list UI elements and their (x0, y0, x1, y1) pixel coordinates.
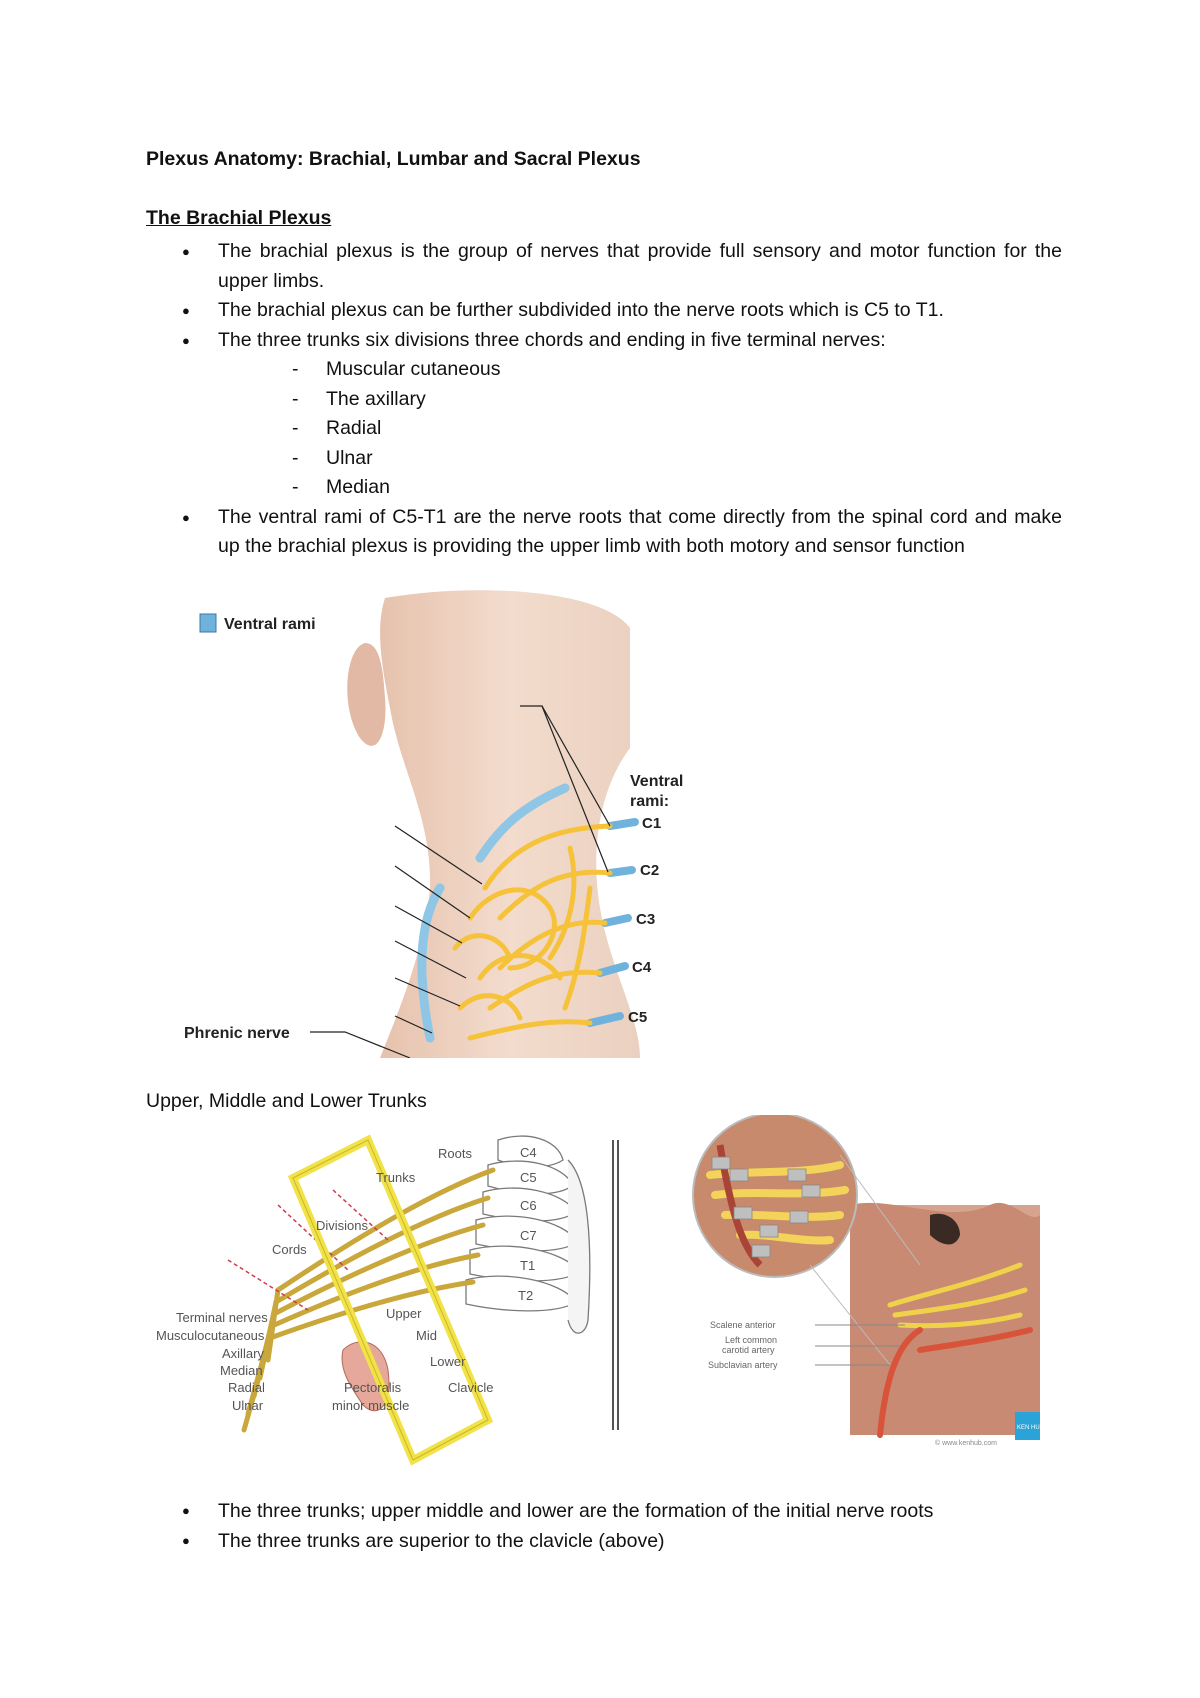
figure-ventral-rami: Ventral rami Ventral rami: (184, 590, 683, 1058)
pectoralis-label: Pectoralis (344, 1380, 402, 1395)
kenhub-logo-text: KEN HUB (1017, 1425, 1044, 1431)
phrenic-label: Phrenic nerve (184, 1025, 290, 1042)
vertebra-label: C4 (520, 1145, 537, 1160)
bullet-item: The brachial plexus can be further subdi… (146, 296, 1062, 326)
figure-dissection-photo: Scalene anterior Left common carotid art… (692, 1115, 1044, 1447)
legend-swatch (199, 613, 217, 633)
trunks-bullets: The three trunks; upper middle and lower… (146, 1496, 1062, 1556)
photo-label: carotid artery (722, 1345, 775, 1355)
bullet-item: The three trunks six divisions three cho… (146, 326, 1062, 503)
terminal-label: Axillary (222, 1346, 264, 1361)
terminal-nerve-list: Muscular cutaneous The axillary Radial U… (218, 355, 1062, 503)
trunk-lower-label: Lower (430, 1354, 466, 1369)
photo-credit: © www.kenhub.com (935, 1439, 997, 1447)
vertebra-label: T1 (520, 1258, 535, 1273)
list-item: Muscular cutaneous (218, 355, 1062, 385)
list-item: The axillary (218, 385, 1062, 415)
list-item: Median (218, 473, 1062, 503)
page-title: Plexus Anatomy: Brachial, Lumbar and Sac… (146, 148, 641, 170)
bullet-item: The three trunks; upper middle and lower… (146, 1496, 1062, 1526)
terminal-label: Ulnar (232, 1398, 264, 1413)
legend-label: Ventral rami (224, 616, 316, 633)
level-label-c1: C1 (642, 815, 661, 832)
figure-plexus-schematic: C4 C5 C6 C7 T1 T2 Roots (156, 1134, 591, 1466)
rami-label: rami: (630, 793, 669, 810)
figure-divider (612, 1140, 614, 1430)
divisions-label: Divisions (316, 1218, 369, 1233)
ventral-label: Ventral (630, 773, 683, 790)
level-label-c3: C3 (636, 911, 655, 928)
roots-label: Roots (438, 1146, 472, 1161)
level-label-c4: C4 (632, 959, 652, 976)
section-heading-brachial: The Brachial Plexus (146, 207, 332, 229)
photo-label: Left common (725, 1335, 777, 1345)
brachial-text: The brachial plexus is the group of nerv… (146, 237, 1062, 562)
clavicle-label: Clavicle (448, 1380, 494, 1395)
vertebra-label: C6 (520, 1198, 537, 1213)
vertebra-label: C7 (520, 1228, 537, 1243)
bullet-item: The three trunks are superior to the cla… (146, 1526, 1062, 1556)
trunk-upper-label: Upper (386, 1306, 422, 1321)
list-item: Radial (218, 414, 1062, 444)
photo-label: Subclavian artery (708, 1360, 778, 1370)
vertebra-label: T2 (518, 1288, 533, 1303)
photo-label: Scalene anterior (710, 1320, 776, 1330)
level-label-c2: C2 (640, 862, 659, 879)
terminal-label: Median (220, 1363, 263, 1378)
trunk-mid-label: Mid (416, 1328, 437, 1343)
terminal-label: Musculocutaneous (156, 1328, 265, 1343)
terminal-label: Radial (228, 1380, 265, 1395)
level-label-c5: C5 (628, 1009, 647, 1026)
trunks-label: Trunks (376, 1170, 416, 1185)
pectoralis-label-2: minor muscle (332, 1398, 409, 1413)
terminal-header-label: Terminal nerves (176, 1310, 268, 1325)
list-item: Ulnar (218, 444, 1062, 474)
bullet-item: The brachial plexus is the group of nerv… (146, 237, 1062, 296)
bullet-item: The ventral rami of C5-T1 are the nerve … (146, 503, 1062, 562)
section-heading-trunks: Upper, Middle and Lower Trunks (146, 1090, 427, 1112)
vertebra-label: C5 (520, 1170, 537, 1185)
figure-divider (617, 1140, 619, 1430)
cords-label: Cords (272, 1242, 307, 1257)
kenhub-logo (1015, 1412, 1040, 1440)
